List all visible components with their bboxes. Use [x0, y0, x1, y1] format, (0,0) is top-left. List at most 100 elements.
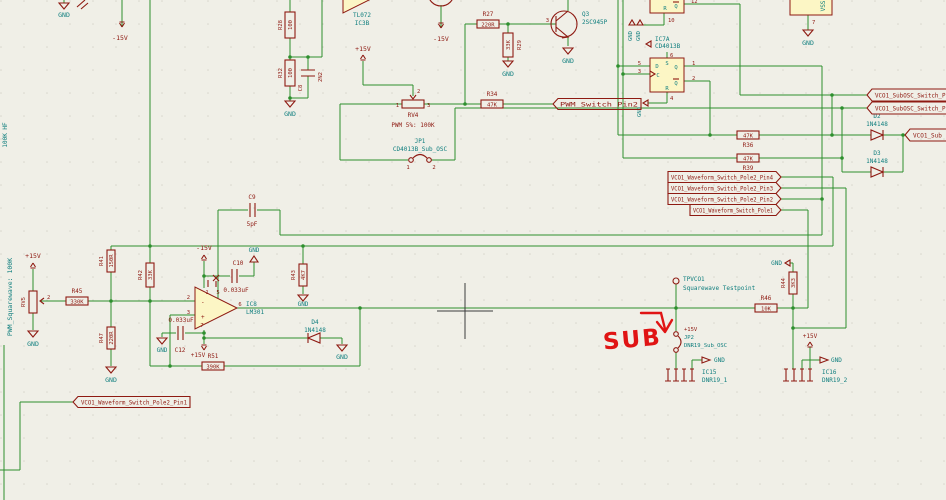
r32-ref[interactable]: R32	[278, 68, 284, 78]
label-pole2-pin2[interactable]: VCO1_Waveform_Switch_Pole2_Pin2	[671, 197, 773, 204]
ic16-ref[interactable]: IC16	[822, 369, 837, 376]
testpoint-tpvco1[interactable]: TPVCO1 Squarewave Testpoint	[672, 276, 756, 292]
gnd-label[interactable]: GND	[249, 247, 260, 254]
flipflop-ic7a-lower[interactable]: D C S R Q Q 5 3 6 4 1 2	[638, 53, 696, 102]
potentiometer-rv4[interactable]: 1 3 2 RV4 PWM 5%: 100K	[391, 89, 435, 129]
capacitors[interactable]: C8 2N2 C9 5pF C10 0.033uF 0.033uF C12	[168, 69, 324, 354]
label-subosc1-box[interactable]	[866, 88, 946, 102]
diode-d2[interactable]	[870, 129, 885, 141]
r45-value[interactable]: 330K	[70, 300, 84, 306]
r46-value[interactable]: 10K	[761, 307, 772, 313]
label-pole1-box[interactable]	[689, 203, 782, 217]
capacitor-c9[interactable]	[249, 203, 256, 217]
r36-ref[interactable]: R36	[743, 142, 754, 149]
label-subout-box[interactable]	[904, 128, 946, 142]
ic15-value[interactable]: DNR19_1	[702, 377, 728, 384]
resistor-r28[interactable]	[284, 11, 296, 39]
c9-ref[interactable]: C9	[248, 194, 256, 201]
resistor-r46[interactable]	[754, 303, 778, 313]
label-subosc1[interactable]: VCO1_SubOSC_Switch_Pi	[875, 93, 946, 100]
c8-value[interactable]: 2N2	[318, 72, 324, 82]
diode-d3[interactable]	[870, 166, 885, 178]
r32-value[interactable]: 100	[288, 68, 294, 78]
r42-ref[interactable]: R42	[138, 270, 144, 280]
resistor-r34[interactable]	[480, 99, 504, 109]
rv5-ref[interactable]: RV5	[21, 297, 27, 307]
flipflop-ic7a-upper[interactable]: R Q 12 10	[649, 0, 698, 24]
jp1-value[interactable]: CD4013B_Sub_OSC	[393, 146, 448, 153]
transistor-partial[interactable]	[428, 0, 454, 7]
jp2-value[interactable]: DNR19_Sub_OSC	[684, 343, 727, 349]
label-pwm-switch-box[interactable]	[552, 97, 642, 111]
capacitor-c8[interactable]	[301, 69, 315, 77]
resistor-r29[interactable]	[502, 32, 514, 58]
q3-ref[interactable]: Q3	[582, 11, 590, 18]
r36-value[interactable]: 47K	[743, 134, 754, 140]
d3-ref[interactable]: D3	[873, 150, 881, 157]
resistor-r39[interactable]	[736, 153, 760, 163]
r28-ref[interactable]: R28	[278, 20, 284, 30]
ic7a-value[interactable]: CD4013B	[655, 43, 681, 50]
resistor-r47[interactable]	[106, 326, 116, 350]
r41-ref[interactable]: R41	[99, 256, 105, 266]
r41-value[interactable]: 150R	[109, 254, 115, 268]
gnd-label[interactable]: GND	[802, 39, 814, 47]
resistor-r36[interactable]	[736, 130, 760, 140]
c8-ref[interactable]: C8	[298, 85, 304, 92]
global-labels[interactable]: PWM_Switch_Pin2 VCO1_Waveform_Switch_Pol…	[72, 88, 946, 409]
resistor-r32[interactable]	[284, 59, 296, 87]
d2-value[interactable]: 1N4148	[866, 121, 888, 128]
resistor-r42[interactable]	[145, 262, 155, 288]
gnd-label[interactable]: GND	[27, 340, 39, 348]
r29-value[interactable]: 33K	[506, 39, 512, 50]
side-note[interactable]: 100K HF	[2, 122, 9, 148]
p15-label[interactable]: +15V	[803, 333, 818, 340]
capacitor-c10[interactable]	[231, 269, 238, 283]
jp2-ref[interactable]: JP2	[684, 335, 694, 341]
resistor-r51[interactable]	[201, 361, 225, 371]
label-pole2-pin2-box[interactable]	[667, 192, 782, 206]
c10-ref[interactable]: C10	[233, 260, 244, 267]
pin-arrays[interactable]	[665, 368, 813, 382]
rv4-value[interactable]: PWM 5%: 100K	[391, 122, 435, 129]
p15-label[interactable]: +15V	[684, 327, 698, 333]
gnd-label[interactable]: GND	[157, 347, 168, 354]
d4-ref[interactable]: D4	[311, 319, 319, 326]
r47-ref[interactable]: R47	[99, 333, 105, 343]
gnd-label[interactable]: GND	[284, 110, 296, 118]
jumper-jp2[interactable]: JP2 DNR19_Sub_OSC	[673, 331, 727, 353]
c12-value[interactable]: 0.033uF	[168, 317, 194, 324]
c10-value[interactable]: 0.033uF	[223, 287, 249, 294]
label-pole2-pin4[interactable]: VCO1_Waveform_Switch_Pole2_Pin4	[671, 175, 773, 182]
potentiometer-rv5[interactable]: 2 RV5 PWM_Squarewave: 100K	[6, 258, 50, 336]
gnd-label[interactable]: GND	[58, 11, 70, 19]
d4-value[interactable]: 1N4148	[304, 327, 326, 334]
m15-label[interactable]: -15V	[112, 34, 128, 42]
ic16-value[interactable]: DNR19_2	[822, 377, 848, 384]
rv4-ref[interactable]: RV4	[408, 112, 419, 119]
p15-label[interactable]: +15V	[191, 352, 206, 359]
ic7a-ref[interactable]: IC7A	[655, 36, 670, 43]
r39-value[interactable]: 47K	[743, 157, 754, 163]
resistors-vertical[interactable]: 100 R28 100 R32 33K R29 150R R41 33K R42…	[99, 11, 798, 350]
resistor-r44[interactable]	[788, 271, 798, 295]
ic3b-ref[interactable]: IC3B	[355, 20, 370, 27]
capacitor-c12[interactable]	[177, 326, 184, 340]
r28-value[interactable]: 100	[288, 20, 294, 30]
r29-ref[interactable]: R29	[517, 40, 523, 50]
resistor-r41[interactable]	[106, 249, 116, 273]
r27-ref[interactable]: R27	[483, 11, 494, 18]
label-pole2-pin3[interactable]: VCO1_Waveform_Switch_Pole2_Pin3	[671, 186, 773, 193]
r43-ref[interactable]: R43	[291, 270, 297, 280]
m15-label[interactable]: -15V	[433, 35, 449, 43]
p15-label[interactable]: +15V	[355, 45, 371, 53]
opamp-ic8[interactable]: 2 3 - + 1 5 7 6 IC8 LM301	[187, 274, 265, 330]
r45-ref[interactable]: R45	[72, 288, 83, 295]
resistor-r43[interactable]	[298, 263, 308, 287]
rv5-value[interactable]: PWM_Squarewave: 100K	[6, 258, 14, 336]
r47-value[interactable]: 220R	[109, 331, 115, 345]
r51-ref[interactable]: R51	[208, 353, 219, 360]
label-pole2-pin3-box[interactable]	[667, 181, 782, 195]
gnd-label-rotated[interactable]: GND	[628, 31, 634, 41]
jumper-jp1[interactable]: 1 2 JP1 CD4013B_Sub_OSC	[393, 138, 448, 171]
